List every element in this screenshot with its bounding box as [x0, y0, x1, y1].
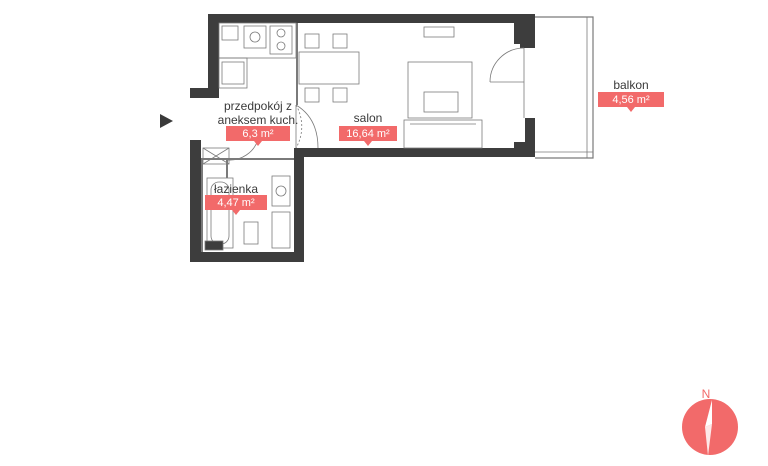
- area-value: 4,56 m²: [612, 94, 650, 106]
- dining-table: [298, 33, 360, 103]
- kitchen-furniture: [218, 22, 297, 89]
- area-badge: [339, 126, 397, 141]
- room-balcony: balkon 4,56 m²: [598, 78, 664, 112]
- balcony: [535, 16, 594, 159]
- badge-pointer-icon: [627, 107, 635, 112]
- room-living: salon 16,64 m²: [339, 111, 397, 146]
- bathroom-fixtures: [202, 147, 291, 251]
- area-value: 4,47 m²: [217, 197, 255, 209]
- bathroom-door: [227, 139, 259, 161]
- room-label: balkon: [613, 78, 648, 92]
- entrance-arrow-icon: [160, 114, 173, 128]
- entrance-door: [295, 104, 319, 149]
- badge-pointer-icon: [364, 141, 372, 146]
- area-badge: [598, 92, 664, 107]
- partitions: [201, 23, 298, 252]
- living-furniture: [403, 26, 483, 149]
- room-bathroom: łazienka 4,47 m²: [205, 182, 267, 215]
- room-label: przedpokój z: [224, 99, 292, 113]
- room-label: aneksem kuch.: [218, 113, 299, 127]
- area-value: 6,3 m²: [242, 128, 274, 140]
- badge-pointer-icon: [232, 210, 240, 215]
- compass-icon: N: [682, 387, 738, 456]
- compass-north-label: N: [702, 387, 711, 401]
- area-badge: [226, 126, 290, 141]
- area-badge: [205, 195, 267, 210]
- room-label: salon: [354, 111, 383, 125]
- badge-pointer-icon: [254, 141, 262, 146]
- area-value: 16,64 m²: [346, 128, 390, 140]
- walls: [190, 14, 535, 262]
- room-label: łazienka: [214, 182, 258, 196]
- room-hall-kitchen: przedpokój z aneksem kuch. 6,3 m²: [218, 99, 299, 146]
- balcony-door: [489, 47, 525, 118]
